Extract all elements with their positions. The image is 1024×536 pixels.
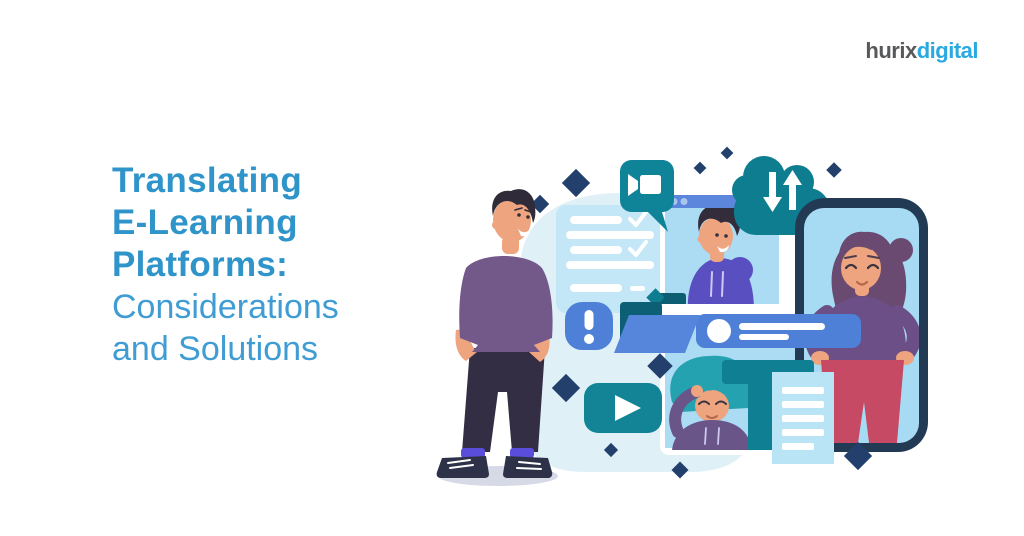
hurix-digital-logo: hurixdigital — [865, 38, 978, 64]
search-lens — [707, 319, 731, 343]
smartphone — [795, 198, 928, 452]
hoodie-man-illustration — [687, 208, 754, 312]
title-line-regular: Considerations — [112, 288, 339, 326]
title-line-regular: and Solutions — [112, 330, 319, 368]
logo-part-digital: digital — [916, 38, 979, 63]
play-button-icon — [584, 383, 662, 433]
translated-document-icon — [772, 372, 834, 464]
title-line-bold: Translating — [112, 161, 303, 200]
title-line-bold: Platforms: — [112, 245, 289, 284]
checklist-card-icon — [556, 205, 668, 313]
open-folder-icon — [614, 288, 700, 353]
video-call-bubble-icon — [620, 160, 674, 232]
desk — [655, 304, 797, 317]
search-bar — [696, 314, 861, 348]
article-title: Translating E-Learning Platforms: Consid… — [112, 160, 339, 370]
logo-part-hurix: hurix — [865, 38, 917, 63]
title-line-bold: E-Learning — [112, 203, 298, 242]
download-arrow-icon — [763, 172, 782, 212]
laptop-icon — [656, 293, 686, 306]
upload-arrow-icon — [783, 170, 802, 210]
diamond-decoration — [551, 146, 873, 479]
diamond-decoration — [530, 168, 591, 214]
standing-man-illustration — [436, 189, 558, 486]
window-dot — [680, 198, 688, 205]
alert-exclamation-icon — [565, 302, 613, 350]
